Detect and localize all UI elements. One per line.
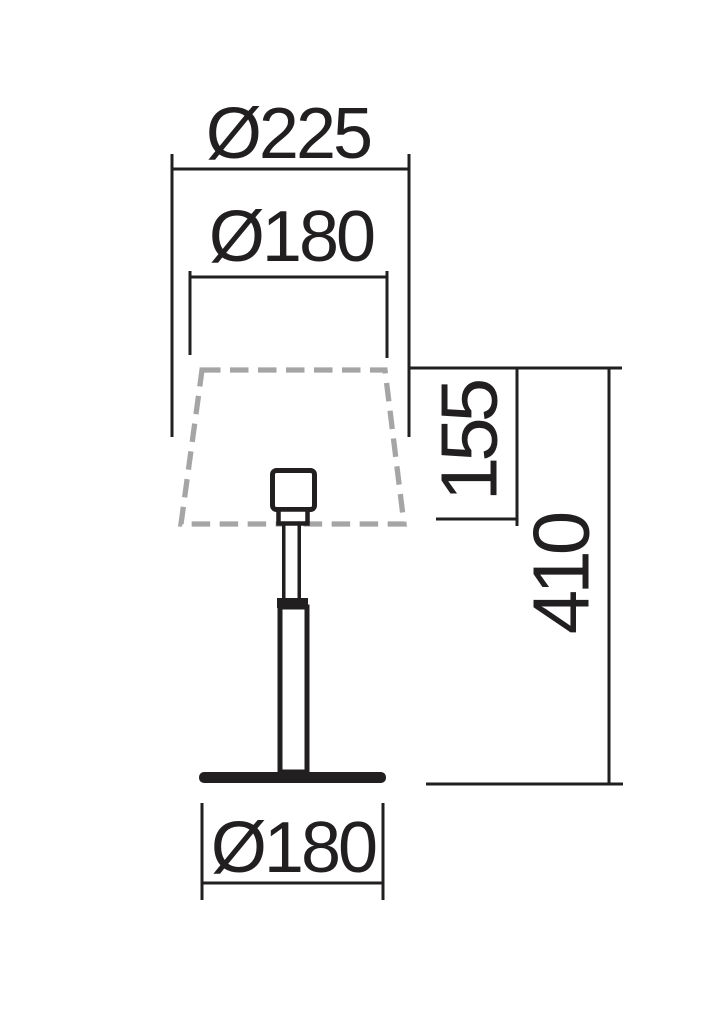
lamp-shade-outline [177, 367, 407, 527]
dim-total-height: 410 [426, 368, 623, 786]
lamp-body [199, 468, 386, 783]
dim-label-shade-top-diameter: Ø180 [209, 197, 374, 277]
dim-label-shade-bottom-diameter: Ø225 [206, 94, 371, 174]
lamp-stem-lower [277, 604, 310, 775]
dim-shade-bottom-diameter: Ø225 [170, 94, 411, 437]
dim-label-shade-height: 155 [425, 380, 514, 501]
lamp-stem-upper [282, 522, 301, 602]
dim-base-diameter: Ø180 [200, 803, 385, 900]
dim-shade-top-diameter: Ø180 [188, 197, 389, 358]
dim-label-base-diameter: Ø180 [211, 808, 376, 888]
lamp-stem-collar [277, 598, 308, 608]
lamp-socket [270, 468, 317, 512]
dim-shade-height: 155 [425, 368, 519, 526]
dim-label-total-height: 410 [517, 513, 606, 634]
lamp-socket-neck [276, 507, 310, 526]
lamp-base [199, 772, 386, 783]
shade-dashed-trapezoid [177, 367, 407, 527]
